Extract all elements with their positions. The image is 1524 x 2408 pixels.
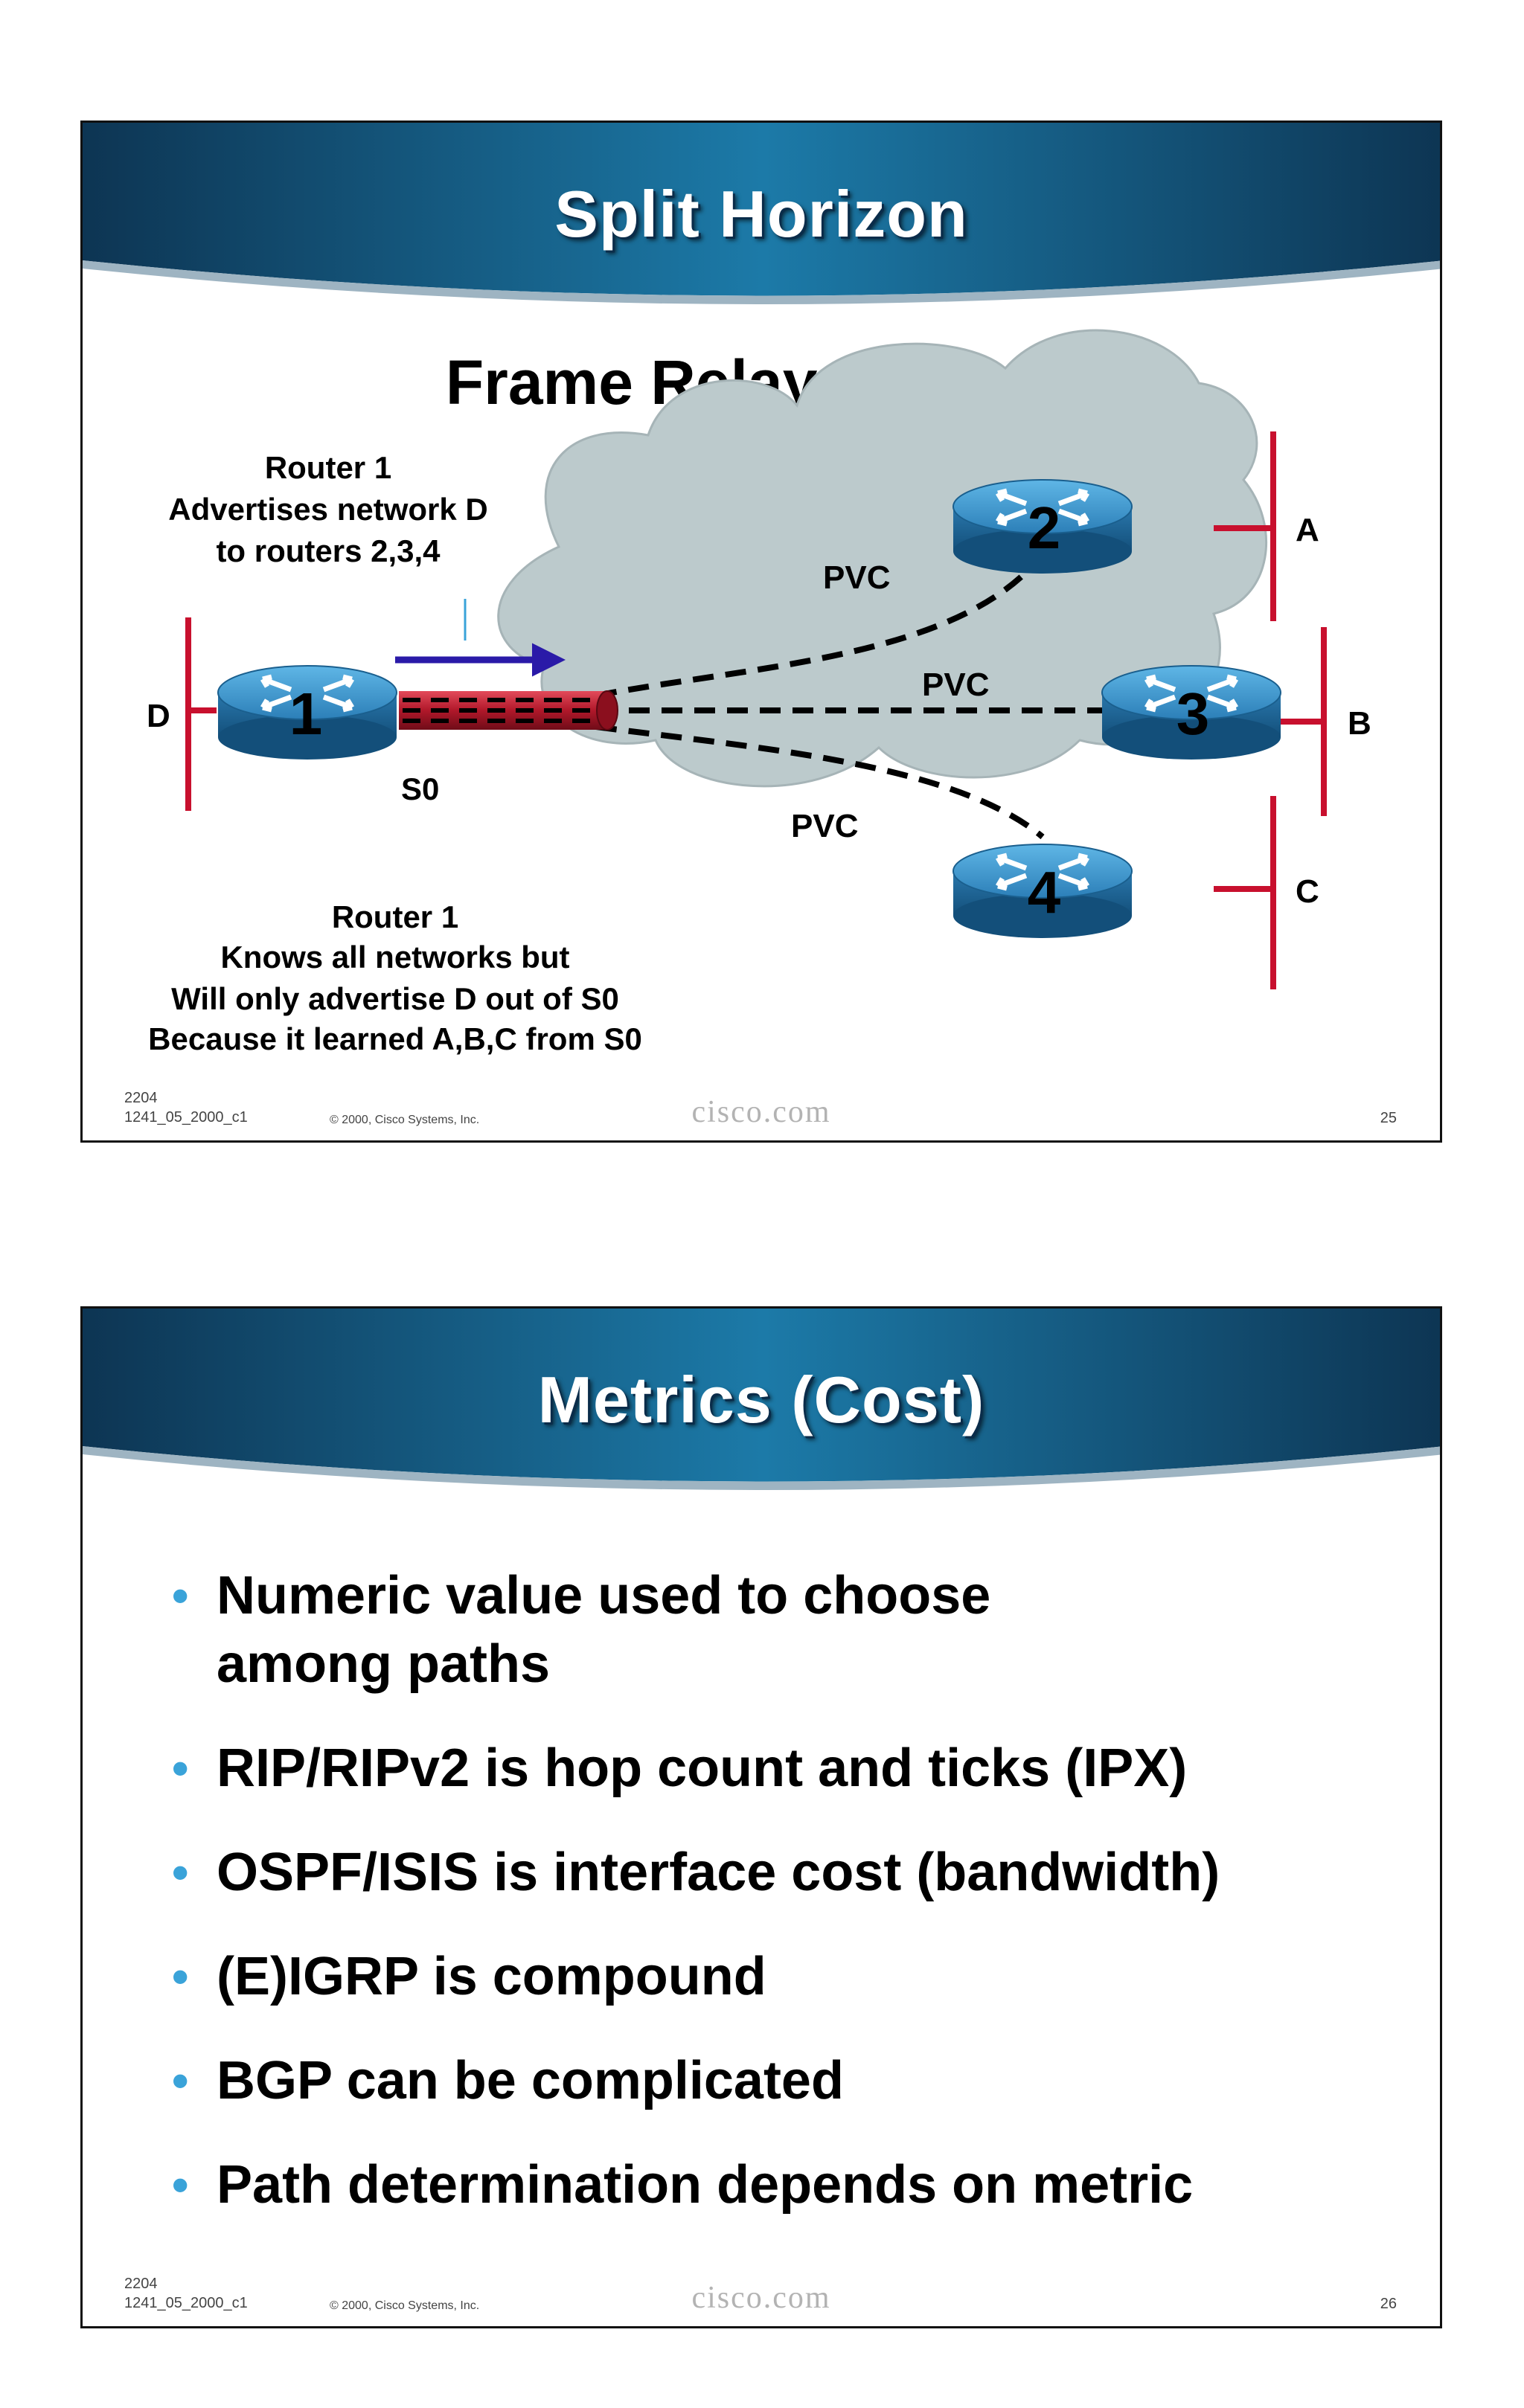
annotation-knows-line-1: Router 1	[332, 899, 458, 934]
s0-tube	[399, 690, 618, 731]
header-banner	[83, 1309, 1440, 1490]
interface-label-s0: S0	[401, 771, 439, 806]
router-label-3: 3	[1176, 681, 1210, 747]
network-segment-d	[185, 617, 217, 811]
slide-header: Metrics (Cost)	[83, 1309, 1440, 1509]
router-label-4: 4	[1028, 859, 1061, 925]
bullet-text: Path determination depends on metric	[217, 2155, 1194, 2215]
network-segment-c	[1214, 796, 1276, 989]
slide-code-line-1: 2204	[124, 1090, 158, 1106]
annotation-knows-line-3: Will only advertise D out of S0	[171, 981, 619, 1016]
network-label-d: D	[147, 698, 170, 734]
network-label-b: B	[1348, 705, 1371, 742]
router-label-2: 2	[1028, 495, 1061, 561]
bullet-text: OSPF/ISIS is interface cost (bandwidth)	[217, 1843, 1220, 1902]
slide-code: 2204 1241_05_2000_c1	[124, 2274, 248, 2313]
slide-metrics-cost: Metrics (Cost) • Numeric value used to ch…	[80, 1306, 1442, 2328]
slide-title: Split Horizon	[554, 177, 968, 251]
copyright: © 2000, Cisco Systems, Inc.	[330, 1114, 480, 1126]
annotation-knows-line-2: Knows all networks but	[220, 940, 569, 975]
bullet-dot-icon: •	[172, 1846, 189, 1899]
slide-header: Split Horizon	[83, 123, 1440, 324]
network-label-a: A	[1296, 512, 1319, 548]
bullet-list: • Numeric value used to choose among path…	[172, 1561, 1400, 2255]
page-number: 26	[1380, 2296, 1397, 2312]
brand-logo: cisco.com	[691, 1095, 831, 1129]
bullet-item: • OSPF/ISIS is interface cost (bandwidth)	[172, 1838, 1400, 1907]
pvc-label-2: PVC	[922, 667, 989, 703]
slide-code-line-2: 1241_05_2000_c1	[124, 2295, 248, 2311]
network-segment-b	[1273, 627, 1327, 816]
bullet-dot-icon: •	[172, 2054, 189, 2107]
slide-code-line-1: 2204	[124, 2276, 158, 2292]
annotation-knows-line-4: Because it learned A,B,C from S0	[148, 1021, 642, 1056]
bullet-text: BGP can be complicated	[217, 2051, 844, 2110]
bullet-item: • BGP can be complicated	[172, 2046, 1400, 2115]
annotation-advertise: Router 1 Advertises network D to routers…	[168, 450, 487, 568]
frame-relay-cloud	[497, 329, 1268, 788]
network-label-c: C	[1296, 873, 1319, 910]
network-segment-a	[1214, 431, 1276, 621]
bullet-dot-icon: •	[172, 1569, 189, 1622]
router-label-1: 1	[289, 681, 323, 747]
pvc-line-to-router-4	[595, 724, 1045, 840]
page-number: 25	[1380, 1110, 1397, 1126]
bullet-text: RIP/RIPv2 is hop count and ticks (IPX)	[217, 1738, 1188, 1798]
bullet-dot-icon: •	[172, 1741, 189, 1795]
bullet-text: (E)IGRP is compound	[217, 1947, 766, 2006]
pvc-label-3: PVC	[791, 808, 858, 844]
bullet-item: • Path determination depends on metric	[172, 2151, 1400, 2219]
pvc-line-to-router-2	[595, 552, 1046, 699]
slide-code-line-2: 1241_05_2000_c1	[124, 1109, 248, 1126]
bullet-dot-icon: •	[172, 1950, 189, 2003]
copyright: © 2000, Cisco Systems, Inc.	[330, 2299, 480, 2312]
annotation-knows: Router 1 Knows all networks but Will onl…	[148, 899, 642, 1056]
brand-logo: cisco.com	[691, 2281, 831, 2315]
annotation-advertise-line-3: to routers 2,3,4	[216, 533, 441, 568]
frame-relay-diagram: Frame Relay Network	[147, 329, 1371, 1056]
bullet-item: • RIP/RIPv2 is hop count and ticks (IPX)	[172, 1734, 1400, 1802]
annotation-advertise-line-2: Advertises network D	[168, 492, 487, 527]
bullet-dot-icon: •	[172, 2158, 189, 2212]
pvc-label-1: PVC	[823, 559, 890, 596]
annotation-advertise-line-1: Router 1	[265, 450, 391, 485]
slide-code: 2204 1241_05_2000_c1	[124, 1088, 248, 1127]
bullet-text: Numeric value used to choose among paths	[217, 1566, 991, 1694]
slide-split-horizon: Split Horizon	[80, 121, 1442, 1143]
slide-title: Metrics (Cost)	[537, 1363, 985, 1436]
bullet-item: • (E)IGRP is compound	[172, 1942, 1400, 2011]
bullet-item: • Numeric value used to choose among path…	[172, 1561, 1400, 1698]
header-banner	[83, 123, 1440, 304]
